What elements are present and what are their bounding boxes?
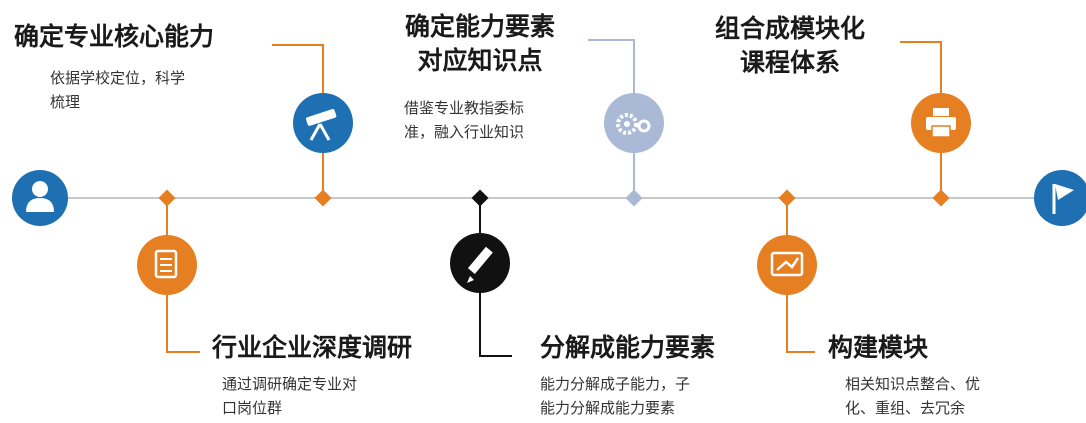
step-6-desc-line-1: 相关知识点整合、优 [845, 375, 981, 393]
step-2-title: 行业企业深度调研 [212, 333, 413, 362]
node-diamond-3 [625, 189, 643, 207]
node-diamond-1 [314, 189, 332, 207]
gears-icon [604, 93, 664, 153]
chart-icon [757, 235, 817, 295]
step-4-title: 分解成能力要素 [540, 333, 716, 362]
pencil-icon [450, 233, 510, 293]
node-diamond-2 [158, 189, 176, 207]
step-6-title: 构建模块 [828, 333, 929, 362]
document-icon [137, 235, 197, 295]
step-5-title-line-2: 课程体系 [739, 48, 840, 77]
step-1-desc-line-1: 依据学校定位，科学 [50, 69, 186, 87]
step-3-desc: 借鉴专业教指委标 准，融入行业知识 [404, 96, 524, 144]
step-6-desc-line-2: 化、重组、去冗余 [845, 399, 966, 417]
node-diamond-6 [778, 189, 796, 207]
step-1-desc-line-2: 梳理 [50, 93, 81, 111]
step-2-desc: 通过调研确定专业对 口岗位群 [222, 372, 357, 420]
step-6-desc: 相关知识点整合、优 化、重组、去冗余 [845, 372, 980, 420]
node-diamond-4 [471, 189, 489, 207]
step-2-desc-line-2: 口岗位群 [222, 399, 283, 417]
step-3-title: 确定能力要素 对应知识点 [380, 10, 580, 78]
user-icon [12, 170, 68, 226]
step-2-desc-line-1: 通过调研确定专业对 [222, 375, 358, 393]
step-1-title: 确定专业核心能力 [14, 22, 215, 51]
node-diamond-5 [932, 189, 950, 207]
step-3-title-line-1: 确定能力要素 [404, 12, 555, 41]
step-4-desc-line-2: 能力分解成能力要素 [540, 399, 676, 417]
step-3-desc-line-2: 准，融入行业知识 [404, 123, 525, 141]
step-3-desc-line-1: 借鉴专业教指委标 [404, 99, 525, 117]
step-4-desc: 能力分解成子能力，子 能力分解成能力要素 [540, 372, 690, 420]
step-3-title-line-2: 对应知识点 [417, 46, 543, 75]
step-1-desc: 依据学校定位，科学 梳理 [50, 66, 185, 114]
printer-icon [911, 93, 971, 153]
step-5-title-line-1: 组合成模块化 [714, 14, 865, 43]
step-4-desc-line-1: 能力分解成子能力，子 [540, 375, 691, 393]
telescope-icon [293, 93, 353, 153]
flag-icon [1034, 170, 1086, 226]
step-5-title: 组合成模块化 课程体系 [690, 12, 890, 80]
